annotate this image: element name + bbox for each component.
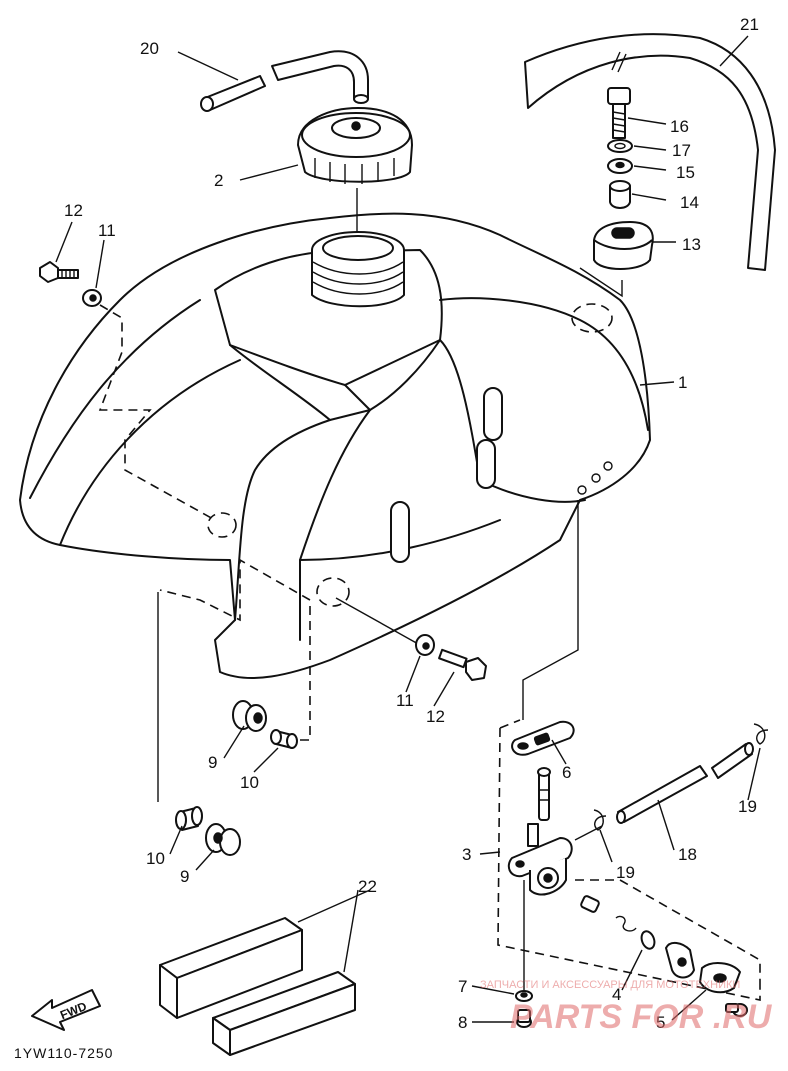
fwd-arrow: FWD <box>31 989 101 1031</box>
upper-mount-guide <box>98 304 216 521</box>
callout-4: 4 <box>612 985 621 1004</box>
callout-6: 6 <box>562 763 571 782</box>
upper-grommet-guide <box>159 558 311 741</box>
o-ring-4[interactable] <box>639 929 656 950</box>
lever-screw[interactable] <box>725 1003 748 1017</box>
fuel-strainer[interactable] <box>537 767 551 821</box>
callout-10-lower: 10 <box>146 849 165 868</box>
callout-18: 18 <box>678 845 697 864</box>
bolt-12-upper[interactable] <box>39 261 79 283</box>
grommet-9-lower[interactable] <box>205 823 241 856</box>
callout-10-upper: 10 <box>240 773 259 792</box>
leader-lines <box>55 35 761 1023</box>
callout-15: 15 <box>676 163 695 182</box>
tank-pad-strip[interactable] <box>524 33 776 271</box>
lock-washer-17[interactable] <box>607 139 633 153</box>
callout-19-upper: 19 <box>738 797 757 816</box>
fuel-cap[interactable] <box>297 107 413 184</box>
washer-11-lower[interactable] <box>415 634 435 656</box>
lower-mount-guide <box>335 597 421 646</box>
screw-8[interactable] <box>516 1009 532 1028</box>
callout-22: 22 <box>358 877 377 896</box>
washer-7[interactable] <box>515 990 533 1002</box>
callout-19-lower: 19 <box>616 863 635 882</box>
watermark: ЗАПЧАСТИ И АКСЕССУАРЫ ДЛЯ МОТОТЕХНИКИ PA… <box>480 979 773 1036</box>
callout-5: 5 <box>656 1013 665 1032</box>
callout-9-upper: 9 <box>208 753 217 772</box>
callout-3: 3 <box>462 845 471 864</box>
clip-guide-line <box>574 825 603 841</box>
diagram-code: 1YW110-7250 <box>14 1045 113 1061</box>
fuel-cock-assembly-outline <box>497 719 761 1001</box>
callout-21: 21 <box>740 15 759 34</box>
collar-10-upper[interactable] <box>270 729 298 749</box>
hose-clip-19-lower[interactable] <box>593 809 607 831</box>
damper-guide-line <box>579 267 623 298</box>
lever-spring[interactable] <box>580 895 637 932</box>
callout-11-lower: 11 <box>396 691 414 710</box>
callout-14: 14 <box>680 193 699 212</box>
callout-9-lower: 9 <box>180 867 189 886</box>
gasket-6[interactable] <box>511 720 575 756</box>
callout-labels: 1 2 3 4 5 6 7 8 9 9 10 10 11 11 12 12 13… <box>64 15 759 1032</box>
callout-8: 8 <box>458 1013 467 1032</box>
cock-guide-line <box>522 500 579 720</box>
callout-12-lower: 12 <box>426 707 445 726</box>
callout-7: 7 <box>458 977 467 996</box>
washer-15[interactable] <box>607 158 633 174</box>
lever[interactable] <box>665 942 695 979</box>
breather-hose[interactable] <box>200 50 369 112</box>
callout-12-upper: 12 <box>64 201 83 220</box>
bolt-16[interactable] <box>607 87 631 139</box>
callout-11-upper: 11 <box>98 221 116 240</box>
foam-block-22-lower[interactable] <box>212 971 356 1056</box>
fuel-hose-18[interactable] <box>616 742 754 824</box>
damper-13[interactable] <box>593 221 654 270</box>
washer-11-upper[interactable] <box>82 289 102 307</box>
foam-block-22-upper[interactable] <box>159 917 303 1019</box>
bolt-12-lower[interactable] <box>438 648 487 681</box>
callout-17: 17 <box>672 141 691 160</box>
hose-clip-19-upper[interactable] <box>753 723 769 745</box>
collar-10-lower[interactable] <box>175 806 203 831</box>
callout-2: 2 <box>214 171 223 190</box>
watermark-brand: PARTS FOR .RU <box>510 998 773 1036</box>
callout-20: 20 <box>140 39 159 58</box>
plate-5[interactable] <box>699 962 741 994</box>
callout-16: 16 <box>670 117 689 136</box>
callout-13: 13 <box>682 235 701 254</box>
collar-14[interactable] <box>609 180 631 209</box>
watermark-tagline: ЗАПЧАСТИ И АКСЕССУАРЫ ДЛЯ МОТОТЕХНИКИ <box>480 979 740 991</box>
fuel-tank[interactable] <box>19 212 651 679</box>
fuel-cock-body[interactable] <box>507 823 573 896</box>
grommet-9-upper[interactable] <box>232 700 267 732</box>
callout-1: 1 <box>678 373 687 392</box>
